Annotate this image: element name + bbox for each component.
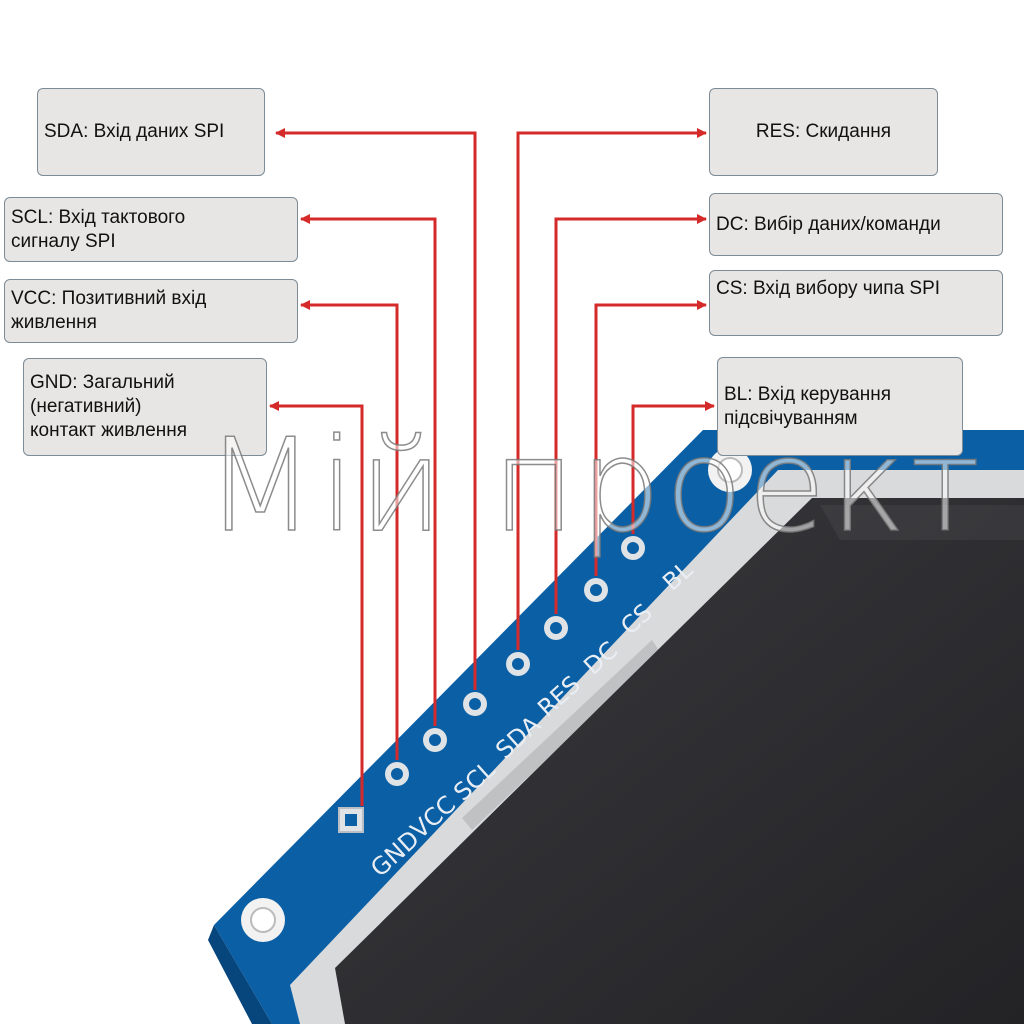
pin-pad-dc: [544, 616, 568, 640]
leader-vcc: [300, 300, 399, 760]
pcb-board-edge: [208, 925, 272, 1024]
label-res: RES: Скидання: [709, 88, 938, 176]
pin-pad-cs: [584, 578, 608, 602]
pin-pad-bl: [621, 536, 645, 560]
label-gnd-text: GND: Загальний (негативний) контакт живл…: [30, 372, 188, 441]
leader-dc: [554, 214, 707, 614]
label-res-text: RES: Скидання: [755, 121, 892, 142]
lcd-screen: [335, 498, 1024, 1024]
pin-pad-scl: [423, 728, 447, 752]
pin-pad-vcc: [385, 762, 409, 786]
mounting-hole-bottom: [241, 898, 285, 942]
label-vcc: VCC: Позитивний вхід живлення: [4, 279, 298, 343]
label-cs-text: CS: Вхід вибору чипа SPI: [716, 278, 941, 299]
label-cs: CS: Вхід вибору чипа SPI: [709, 270, 1003, 336]
leader-res: [516, 128, 707, 650]
screen-bezel-strip: [462, 640, 660, 830]
pin-pad-sda: [463, 692, 487, 716]
label-scl-text: SCL: Вхід тактового сигналу SPI: [11, 206, 186, 252]
mounting-hole-top: [708, 448, 752, 492]
label-dc: DC: Вибір даних/команди: [709, 193, 1003, 256]
label-dc-text: DC: Вибір даних/команди: [716, 213, 941, 235]
label-bl: BL: Вхід керування підсвічуванням: [717, 357, 963, 456]
leader-bl: [631, 401, 715, 534]
label-sda: SDA: Вхід даних SPI: [37, 88, 265, 176]
label-gnd: GND: Загальний (негативний) контакт живл…: [23, 358, 267, 456]
label-vcc-text: VCC: Позитивний вхід живлення: [11, 288, 207, 333]
leader-lines: [269, 128, 715, 806]
label-bl-text: BL: Вхід керування підсвічуванням: [724, 383, 892, 429]
leader-cs: [594, 300, 707, 576]
screen-reflection: [820, 505, 1024, 540]
label-scl: SCL: Вхід тактового сигналу SPI: [4, 197, 298, 262]
pin-pad-res: [506, 652, 530, 676]
pin-pad-gnd: [338, 807, 364, 833]
leader-gnd: [269, 401, 364, 806]
leader-sda: [275, 128, 477, 690]
label-sda-text: SDA: Вхід даних SPI: [44, 121, 225, 142]
leader-scl: [300, 214, 437, 726]
pin-pads: [338, 536, 645, 833]
